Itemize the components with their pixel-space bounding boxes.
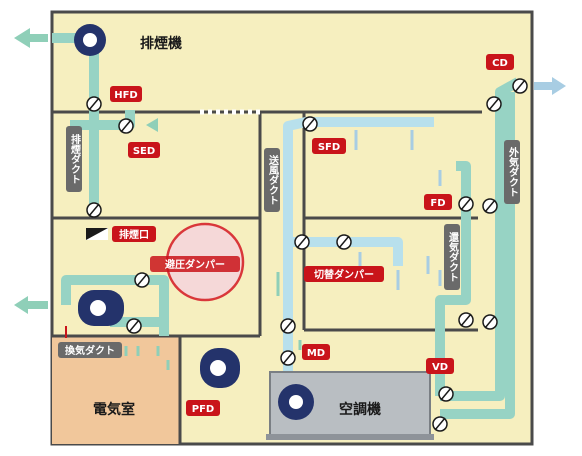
pfd-fan	[200, 348, 240, 388]
exhaust-outlet-arrow	[14, 28, 48, 48]
sed-arrow	[146, 118, 158, 132]
exhaust-fan-label: 排煙機	[140, 35, 182, 52]
supply-duct-label: 送風ダクト	[267, 154, 280, 205]
outside-air-inlet-arrow	[534, 77, 566, 95]
ventilation-duct-label: 換気ダクト	[65, 344, 115, 357]
walls	[52, 110, 482, 444]
pfd-label: PFD	[192, 404, 214, 415]
ventilation-outlet-arrow	[14, 296, 48, 314]
exhaust-port-label: 排煙口	[119, 228, 149, 241]
ventilation-fan	[78, 290, 124, 326]
relief-damper-label: 避圧ダンパー	[164, 258, 225, 271]
outside-air-duct-label: 外気ダクト	[507, 146, 520, 197]
vd-label: VD	[432, 362, 448, 373]
fd-label: FD	[430, 198, 445, 209]
sfd-label: SFD	[318, 142, 340, 153]
cd-label: CD	[492, 58, 508, 69]
dampers	[86, 78, 528, 432]
sed-label: SED	[133, 146, 155, 157]
electrical-room-label: 電気室	[93, 401, 135, 418]
air-handler-label: 空調機	[339, 401, 381, 418]
labels: 排煙機 HFD SED 排煙口 避圧ダンパー 換気ダクト 電気室 PFD SFD…	[65, 35, 520, 418]
md-label: MD	[307, 348, 325, 359]
supply-ducts	[283, 117, 434, 382]
exhaust-port-diagonal	[86, 228, 108, 240]
air-handling-unit	[266, 371, 434, 440]
switching-damper-label: 切替ダンパー	[314, 268, 374, 281]
hfd-label: HFD	[114, 90, 138, 101]
return-duct-label: 還気ダクト	[447, 231, 460, 282]
tag-shapes	[58, 54, 520, 416]
exhaust-duct-label: 排煙ダクト	[69, 133, 81, 184]
airflow-green-arrows	[124, 272, 302, 370]
exhaust-fan	[74, 24, 106, 56]
